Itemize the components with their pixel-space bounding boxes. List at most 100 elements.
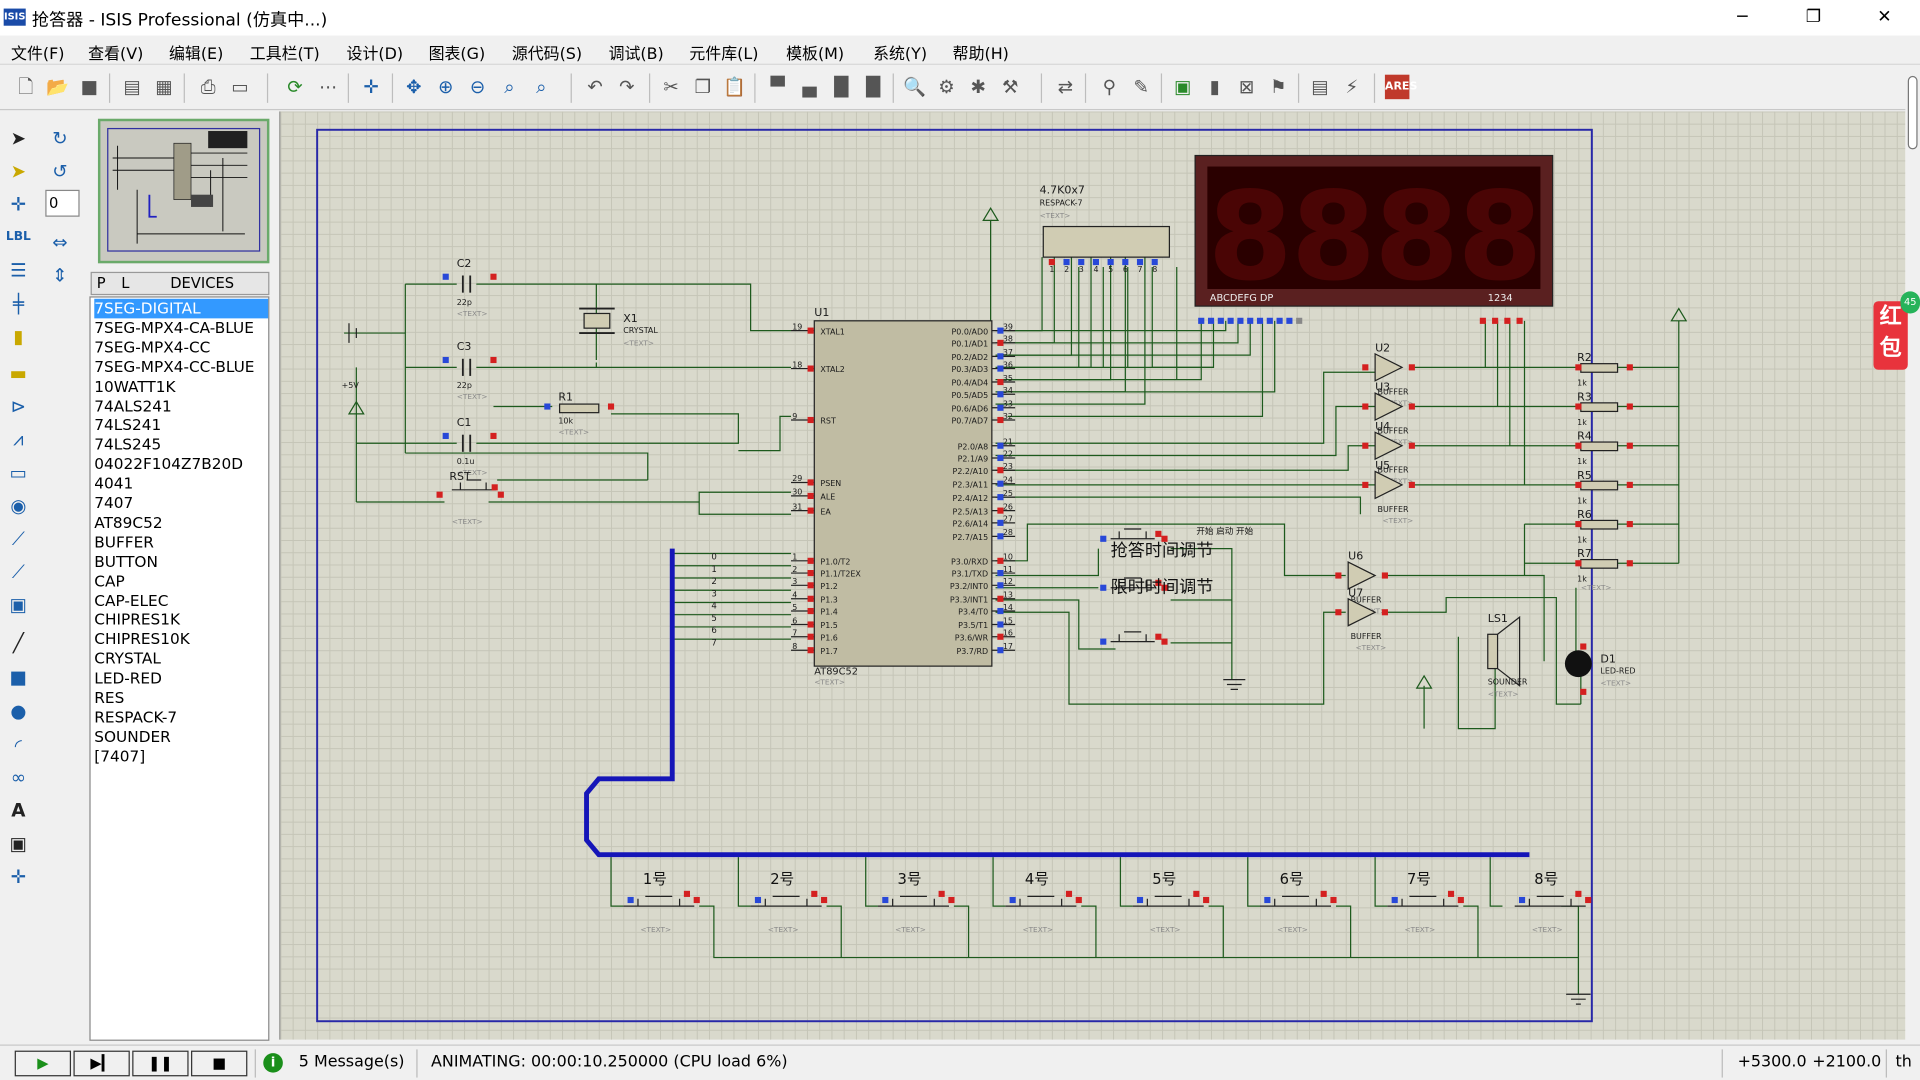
device-item[interactable]: 7SEG-MPX4-CC xyxy=(94,337,211,357)
redo-icon[interactable]: ↷ xyxy=(619,75,635,98)
path-tool-icon[interactable]: ∞ xyxy=(10,766,27,789)
import-icon[interactable]: ▤ xyxy=(123,75,141,98)
menu-design[interactable]: 设计(D) xyxy=(346,45,404,64)
step-button[interactable]: ▶▎ xyxy=(73,1050,130,1077)
block-rotate-icon[interactable]: █ xyxy=(834,75,849,98)
virtual-instrument-icon[interactable]: ▣ xyxy=(9,593,28,616)
maximize-button[interactable]: ❐ xyxy=(1805,7,1822,27)
new-file-icon[interactable]: 🗋 xyxy=(18,75,34,98)
zoom-all-icon[interactable]: ⌕ xyxy=(504,75,515,98)
zoom-area-icon[interactable]: ⌕ xyxy=(536,75,547,98)
block-move-icon[interactable]: ▄ xyxy=(802,75,817,98)
device-item[interactable]: 7SEG-DIGITAL xyxy=(94,298,269,319)
new-sheet-icon[interactable]: ▣ xyxy=(1174,75,1192,98)
device-item[interactable]: CRYSTAL xyxy=(94,649,161,668)
menu-tools[interactable]: 工具栏(T) xyxy=(249,45,320,64)
graph-icon[interactable]: ⩘ xyxy=(13,428,24,451)
arc-tool-icon[interactable]: ◜ xyxy=(14,734,22,757)
device-item[interactable]: 4041 xyxy=(94,473,134,493)
device-item[interactable]: 7SEG-MPX4-CC-BLUE xyxy=(94,357,255,376)
zoom-in-icon[interactable]: ⊕ xyxy=(438,75,454,98)
mirror-x-icon[interactable]: ⇔ xyxy=(52,231,68,254)
rotate-cw-icon[interactable]: ↻ xyxy=(52,127,68,150)
junction-icon[interactable]: ✛ xyxy=(10,193,27,216)
device-item[interactable]: RES xyxy=(94,688,125,707)
device-item[interactable]: CHIPRES10K xyxy=(94,629,190,649)
device-item[interactable]: 7SEG-MPX4-CA-BLUE xyxy=(94,318,254,337)
ares-icon[interactable]: ARES xyxy=(1384,74,1417,100)
mirror-y-icon[interactable]: ⇕ xyxy=(52,264,68,287)
device-item[interactable]: 7407 xyxy=(94,493,134,512)
device-item[interactable]: BUFFER xyxy=(94,532,154,551)
selection-mode-icon[interactable]: ➤ xyxy=(10,127,27,150)
menu-template[interactable]: 模板(M) xyxy=(786,45,845,64)
circle-tool-icon[interactable]: ● xyxy=(10,700,27,723)
export-icon[interactable]: ▦ xyxy=(155,75,173,98)
current-probe-icon[interactable]: ⟋ xyxy=(11,560,25,583)
tape-recorder-icon[interactable]: ▭ xyxy=(9,461,28,484)
refresh-icon[interactable]: ⟳ xyxy=(287,75,303,98)
menu-view[interactable]: 查看(V) xyxy=(88,45,144,64)
menu-debug[interactable]: 调试(B) xyxy=(608,45,664,64)
undo-icon[interactable]: ↶ xyxy=(587,75,603,98)
rotate-ccw-icon[interactable]: ↺ xyxy=(52,160,68,183)
minimize-button[interactable]: ─ xyxy=(1737,7,1748,27)
marker-tool-icon[interactable]: ✛ xyxy=(10,865,27,888)
text-tool-icon[interactable]: A xyxy=(11,799,26,822)
search-tag-icon[interactable]: ⚲ xyxy=(1102,75,1117,98)
overview-window[interactable] xyxy=(97,118,270,264)
device-item[interactable]: AT89C52 xyxy=(94,512,163,532)
device-item[interactable]: 74LS245 xyxy=(94,435,162,454)
menu-graph[interactable]: 图表(G) xyxy=(428,45,486,64)
device-item[interactable]: 74LS241 xyxy=(94,415,162,434)
generator-icon[interactable]: ◉ xyxy=(10,494,27,517)
wire-label-icon[interactable]: LBL xyxy=(5,230,31,244)
remove-sheet-icon[interactable]: ▮ xyxy=(1209,75,1220,98)
device-item[interactable]: 10WATT1K xyxy=(94,376,176,396)
red-envelope-widget[interactable]: 红包 xyxy=(1873,301,1908,370)
device-item[interactable]: 74ALS241 xyxy=(94,396,172,415)
stop-button[interactable]: ■ xyxy=(191,1050,248,1077)
device-pins-icon[interactable]: ⊳ xyxy=(10,395,27,418)
make-device-icon[interactable]: ⚙ xyxy=(938,75,955,98)
text-script-icon[interactable]: ☰ xyxy=(10,259,27,282)
zoom-out-icon[interactable]: ⊖ xyxy=(469,75,486,98)
view-bom-icon[interactable]: ⚑ xyxy=(1270,75,1287,98)
wire-autorouter-icon[interactable]: ⇄ xyxy=(1057,75,1074,98)
messages-count[interactable]: 5 Message(s) xyxy=(298,1053,405,1072)
box-tool-icon[interactable]: ■ xyxy=(9,666,28,689)
library-manager-tab[interactable]: L xyxy=(121,274,130,292)
rotation-angle-field[interactable]: 0 xyxy=(45,189,80,217)
component-mode-icon[interactable]: ➤ xyxy=(10,160,27,183)
menu-source[interactable]: 源代码(S) xyxy=(511,45,583,64)
play-button[interactable]: ▶ xyxy=(14,1050,72,1077)
device-item[interactable]: CAP-ELEC xyxy=(94,590,169,610)
pause-button[interactable]: ❚❚ xyxy=(132,1050,189,1077)
symbol-tool-icon[interactable]: ▣ xyxy=(9,832,28,855)
voltage-probe-icon[interactable]: ⟋ xyxy=(11,527,25,550)
info-icon[interactable]: i xyxy=(263,1053,283,1073)
menu-help[interactable]: 帮助(H) xyxy=(952,45,1009,64)
menu-file[interactable]: 文件(F) xyxy=(11,45,65,64)
bus-icon[interactable]: ╪ xyxy=(12,292,24,315)
close-button[interactable]: ✕ xyxy=(1877,7,1892,27)
cut-icon[interactable]: ✂ xyxy=(663,75,679,98)
pick-devices-tab[interactable]: P xyxy=(96,274,106,292)
block-copy-icon[interactable]: ▀ xyxy=(770,75,785,98)
scroll-thumb[interactable] xyxy=(1907,75,1918,150)
device-item[interactable]: [7407] xyxy=(94,746,146,765)
print-icon[interactable]: ⎙ xyxy=(200,75,216,98)
menu-system[interactable]: 系统(Y) xyxy=(873,45,928,64)
device-item[interactable]: CHIPRES1K xyxy=(94,610,181,629)
menu-library[interactable]: 元件库(L) xyxy=(689,45,759,64)
print-area-icon[interactable]: ▭ xyxy=(231,75,249,98)
property-tool-icon[interactable]: ✎ xyxy=(1133,75,1149,98)
schematic-drawing[interactable]: U1AT89C52<TEXT>19XTAL118XTAL29RST29PSEN3… xyxy=(280,111,1906,1039)
menu-edit[interactable]: 编辑(E) xyxy=(168,45,224,64)
device-item[interactable]: LED-RED xyxy=(94,668,162,688)
device-item[interactable]: 04022F104Z7B20D xyxy=(94,454,243,473)
vertical-scrollbar[interactable] xyxy=(1905,73,1920,1041)
pan-icon[interactable]: ✥ xyxy=(406,75,422,98)
line-tool-icon[interactable]: ╱ xyxy=(12,631,24,654)
